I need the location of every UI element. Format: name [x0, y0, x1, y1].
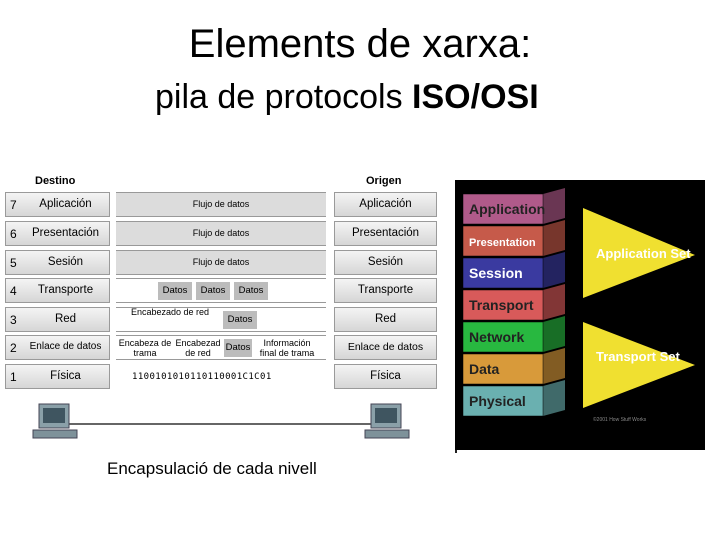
- layer-name: Enlace de datos: [29, 341, 102, 352]
- orig-layer-3: Red: [334, 307, 437, 332]
- layer-name: Red: [54, 313, 77, 325]
- data-chip: Datos: [223, 311, 257, 329]
- packet-band: Encabezado de red Datos: [116, 307, 326, 332]
- orig-layer-7: Aplicación: [334, 192, 437, 217]
- layer-number: 6: [10, 227, 17, 241]
- block-side: [543, 380, 565, 416]
- dest-layer-7: 7 Aplicación: [5, 192, 110, 217]
- block-label-session: Session: [469, 265, 523, 281]
- flow-band-7: Flujo de datos: [116, 192, 326, 217]
- block-front: [462, 321, 544, 353]
- frame-band: Encabeza de trama Encabezad de red Datos…: [116, 335, 326, 360]
- frame-info-label: Información final de trama: [259, 338, 315, 358]
- stack-block-data: Data: [462, 348, 565, 385]
- protocol-stack-diagram: ApplicationPresentationSessionTransportN…: [455, 180, 705, 450]
- network-link-graphic: [32, 403, 410, 439]
- origin-label: Origen: [366, 175, 402, 187]
- layer-name: Sesión: [47, 256, 84, 268]
- network-header2-label: Encabezad de red: [175, 338, 221, 358]
- block-side: [543, 188, 565, 224]
- layer-name: Presentación: [31, 227, 100, 239]
- copyright-text: ©2001 How Stuff Works: [593, 416, 647, 423]
- orig-computer-icon: [364, 403, 410, 439]
- stack-block-physical: Physical: [462, 380, 565, 417]
- block-label-presentation: Presentation: [469, 237, 536, 249]
- data-chip: Datos: [234, 282, 268, 300]
- transport-set-arrow: [583, 322, 695, 408]
- layer-name: Aplicación: [39, 198, 92, 210]
- block-label-physical: Physical: [469, 393, 526, 409]
- block-side: [543, 316, 565, 352]
- dest-layer-3: 3 Red: [5, 307, 110, 332]
- frame-header-label: Encabeza de trama: [118, 338, 172, 358]
- dest-computer-icon: [32, 403, 78, 439]
- block-front: [462, 289, 544, 321]
- orig-layer-2: Enlace de datos: [334, 335, 437, 360]
- stack-block-presentation: Presentation: [462, 220, 565, 257]
- stack-block-session: Session: [462, 252, 565, 289]
- flow-band-6: Flujo de datos: [116, 221, 326, 246]
- data-chip: Datos: [158, 282, 192, 300]
- stack-blocks: ApplicationPresentationSessionTransportN…: [462, 188, 565, 417]
- block-front: [462, 193, 544, 225]
- layer-number: 4: [10, 284, 17, 298]
- application-set-label: Application Set: [596, 246, 691, 261]
- stack-block-network: Network: [462, 316, 565, 353]
- layer-number: 3: [10, 313, 17, 327]
- block-front: [462, 257, 544, 289]
- osi-encapsulation-diagram: Destino Origen 7 Aplicación 6 Presentación…: [5, 170, 437, 445]
- application-set-arrow: [583, 208, 695, 298]
- block-side: [543, 348, 565, 384]
- destination-label: Destino: [35, 175, 76, 187]
- block-side: [543, 220, 565, 256]
- slide-title: Elements de xarxa:: [188, 22, 532, 66]
- orig-layer-5: Sesión: [334, 250, 437, 275]
- flow-band-5: Flujo de datos: [116, 250, 326, 275]
- network-header-label: Encabezado de red: [130, 307, 210, 317]
- block-label-application: Application: [469, 201, 545, 217]
- segment-band: Datos Datos Datos: [116, 278, 326, 303]
- orig-layer-4: Transporte: [334, 278, 437, 303]
- block-label-transport: Transport: [469, 297, 534, 313]
- transport-set-label: Transport Set: [596, 349, 680, 364]
- subtitle-text: pila de protocols: [155, 78, 413, 116]
- layer-name: Transporte: [37, 284, 94, 296]
- layer-name: Física: [50, 370, 81, 382]
- dest-layer-5: 5 Sesión: [5, 250, 110, 275]
- data-chip: Datos: [196, 282, 230, 300]
- slide-subtitle: pila de protocols ISO/OSI: [155, 78, 539, 117]
- block-label-data: Data: [469, 361, 500, 377]
- layer-number: 2: [10, 341, 17, 355]
- block-front: [462, 353, 544, 385]
- dest-layer-4: 4 Transporte: [5, 278, 110, 303]
- stack-block-application: Application: [462, 188, 565, 225]
- block-front: [462, 225, 544, 257]
- block-side: [543, 284, 565, 320]
- subtitle-bold: ISO/OSI: [412, 78, 539, 116]
- orig-layer-1: Física: [334, 364, 437, 389]
- stack-block-transport: Transport: [462, 284, 565, 321]
- layer-number: 1: [10, 370, 17, 384]
- dest-layer-2: 2 Enlace de datos: [5, 335, 110, 360]
- layer-number: 5: [10, 256, 17, 270]
- block-label-network: Network: [469, 329, 524, 345]
- data-chip: Datos: [224, 339, 252, 357]
- dest-layer-1: 1 Física: [5, 364, 110, 389]
- block-front: [462, 385, 544, 417]
- bit-stream: 1100101010110110001C1C01: [132, 372, 272, 382]
- caption: Encapsulació de cada nivell: [107, 459, 317, 478]
- dest-layer-6: 6 Presentación: [5, 221, 110, 246]
- layer-number: 7: [10, 198, 17, 212]
- orig-layer-6: Presentación: [334, 221, 437, 246]
- block-side: [543, 252, 565, 288]
